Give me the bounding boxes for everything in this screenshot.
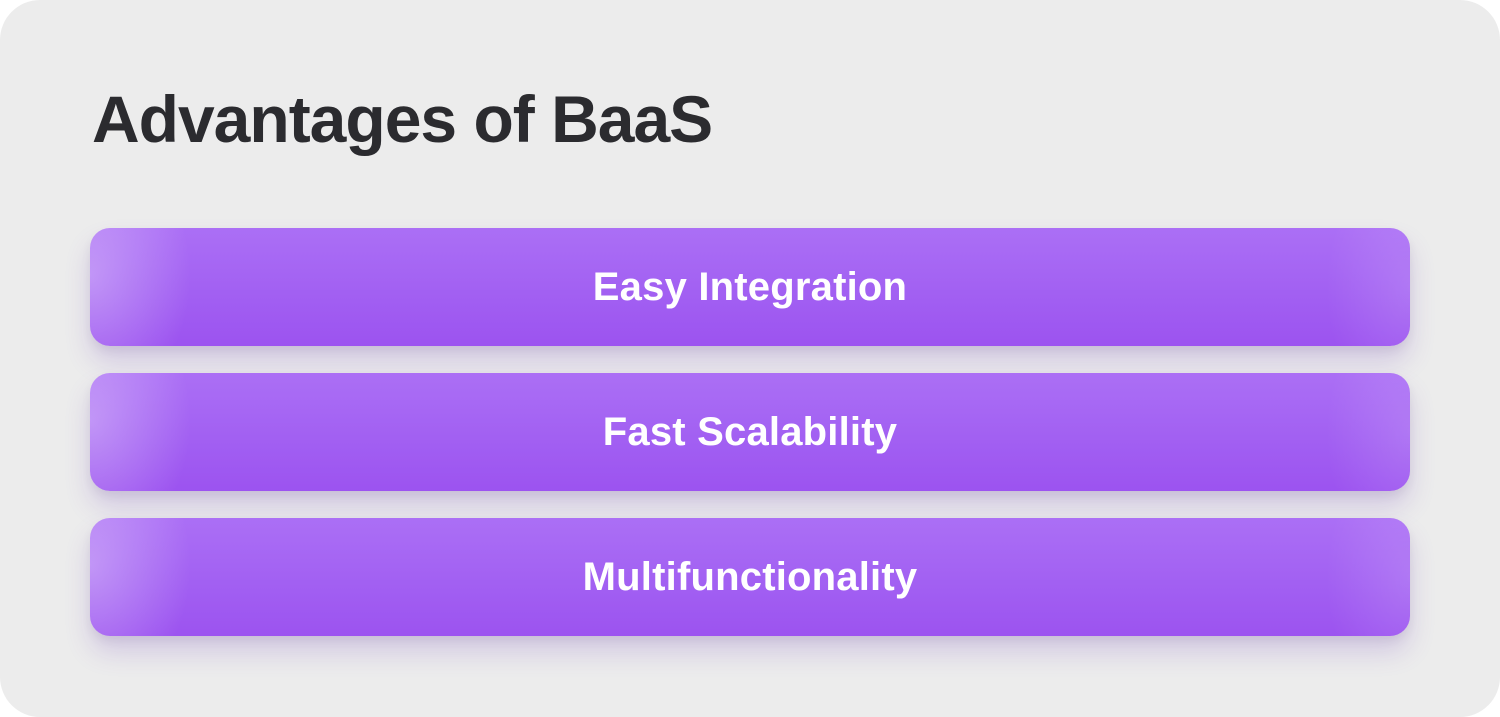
advantage-bar: Fast Scalability (90, 373, 1410, 491)
page-title: Advantages of BaaS (92, 82, 713, 156)
advantage-bar: Multifunctionality (90, 518, 1410, 636)
advantage-bar: Easy Integration (90, 228, 1410, 346)
advantages-list: Easy Integration Fast Scalability Multif… (90, 228, 1410, 636)
advantage-bar-label: Fast Scalability (602, 409, 898, 454)
advantage-bar-label: Multifunctionality (582, 554, 918, 599)
advantage-bar-label: Easy Integration (592, 264, 908, 309)
